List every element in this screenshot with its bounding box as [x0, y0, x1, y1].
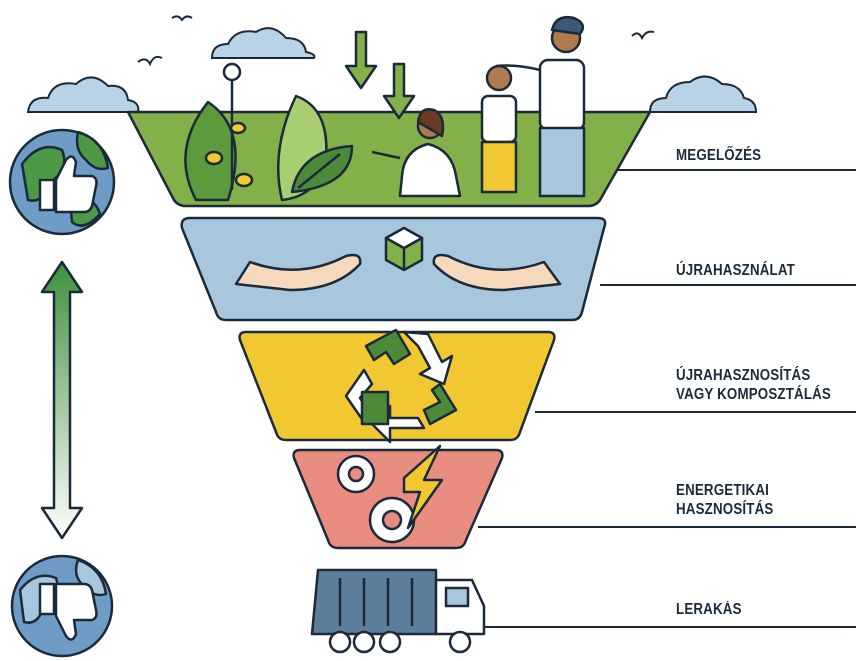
bird-icon [137, 55, 163, 67]
tier-label-prevention: MEGELŐZÉS [676, 146, 761, 165]
garbage-truck-icon [310, 568, 486, 654]
tier-prevention-shape [126, 110, 652, 208]
tier-prevention [126, 16, 652, 208]
tier-label-energy-recovery: ENERGETIKAI HASZNOSÍTÁS [676, 481, 773, 519]
tier-label-line: HASZNOSÍTÁS [676, 501, 774, 518]
recycle-icon [344, 328, 458, 444]
hands-cube-icon [234, 226, 562, 292]
tier-label-line: ENERGETIKAI [676, 482, 770, 499]
tier-label-reuse: ÚJRAHASZNÁLAT [676, 261, 795, 280]
thumbs-down-globe-icon [10, 554, 114, 658]
cloud-icon [648, 75, 758, 113]
tier-label-line: ÚJRAHASZNÁLAT [676, 262, 796, 279]
tier-label-line: ÚJRAHASZNOSÍTÁS [676, 367, 811, 384]
tier-label-line: VAGY KOMPOSZTÁLÁS [676, 386, 832, 403]
plant-icon [184, 100, 237, 202]
tier-label-recycling: ÚJRAHASZNOSÍTÁS VAGY KOMPOSZTÁLÁS [676, 366, 831, 404]
double-arrow-icon [40, 260, 84, 540]
family-illustration [371, 16, 586, 198]
tier-reuse-shape [180, 216, 607, 322]
tier-recycling-shape [238, 330, 556, 442]
tier-recycling [238, 328, 556, 444]
bird-icon [171, 15, 193, 22]
tier-energy-recovery [292, 444, 504, 550]
tier-label-disposal: LERAKÁS [676, 600, 742, 619]
cloud-icon [26, 76, 140, 113]
tier-reuse [180, 216, 607, 322]
tier-leader-lines [478, 169, 856, 628]
tier-label-line: MEGELŐZÉS [676, 147, 762, 164]
sky-decoration [26, 15, 758, 113]
gears-lightning-icon [336, 444, 444, 544]
tier-label-line: LERAKÁS [676, 601, 742, 618]
thumbs-up-globe-icon [8, 128, 116, 236]
cloud-icon [210, 27, 316, 59]
dandelion-icon [222, 62, 242, 82]
bird-icon [631, 30, 655, 41]
down-arrow-icon [382, 62, 416, 120]
down-arrow-icon [344, 30, 378, 90]
